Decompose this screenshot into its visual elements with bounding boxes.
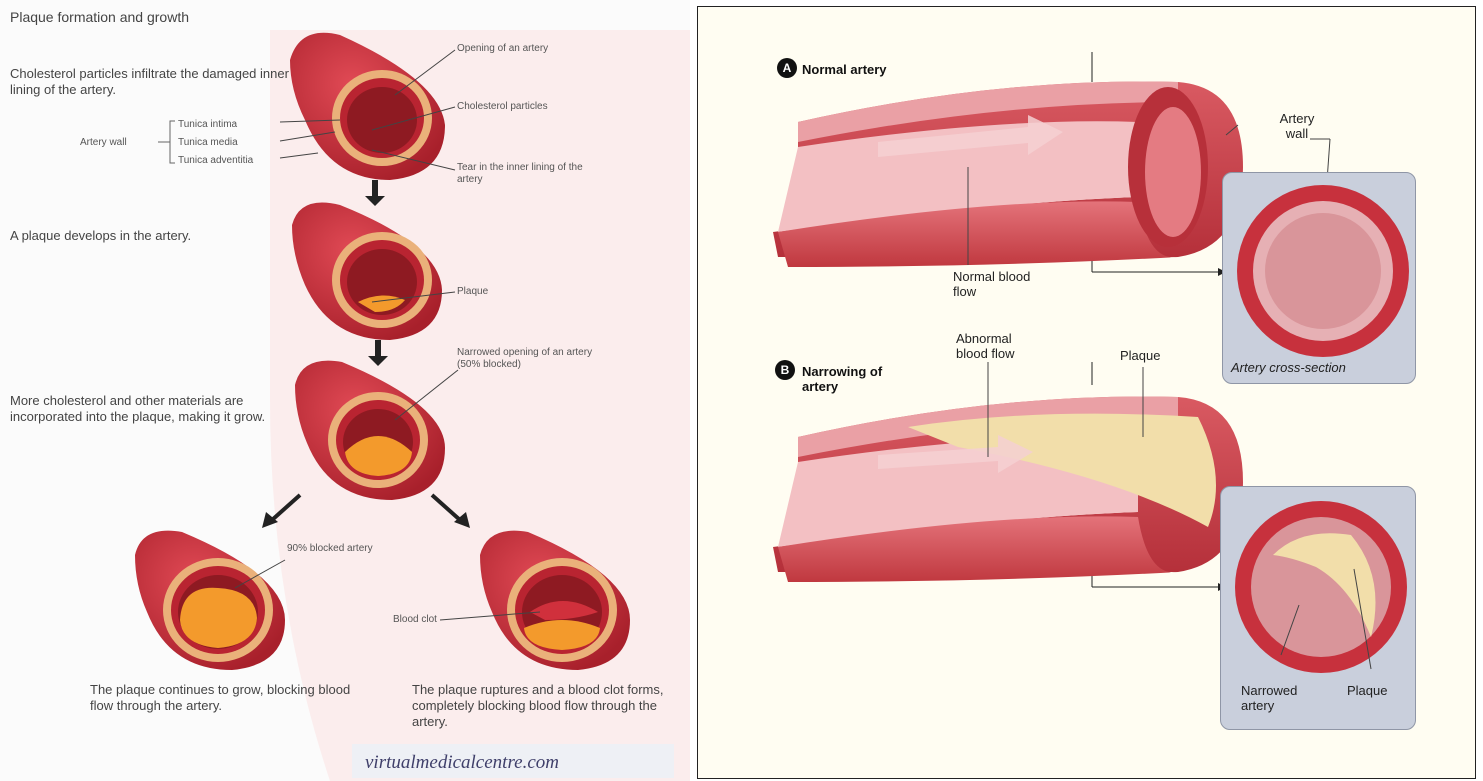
label-narrowed-opening: Narrowed opening of an artery (50% block… (457, 347, 597, 371)
artery-4 (135, 531, 285, 670)
normal-artery-tube (773, 82, 1243, 268)
narrowed-cross-section-box: Narrowed artery Plaque (1220, 486, 1416, 730)
label-artery-wall: Artery wall (1272, 111, 1322, 141)
label-blood-clot: Blood clot (393, 614, 437, 626)
source-watermark: virtualmedicalcentre.com (365, 752, 559, 774)
normal-cross-section-box: Artery cross-section (1222, 172, 1416, 384)
label-normal-blood-flow: Normal blood flow (953, 269, 1043, 299)
label-plaque-bottom: Plaque (1347, 683, 1387, 698)
label-plaque-top: Plaque (1120, 348, 1160, 363)
label-90-blocked: 90% blocked artery (287, 543, 377, 555)
label-abnormal-blood-flow: Abnormal blood flow (956, 331, 1036, 361)
label-narrowed-artery: Narrowed artery (1241, 683, 1301, 713)
step-3-text: More cholesterol and other materials are… (10, 393, 280, 425)
artery-illustrations (0, 0, 690, 781)
label-cholesterol-particles: Cholesterol particles (457, 101, 548, 113)
plaque-formation-panel: Plaque formation and growth Cholesterol … (0, 0, 690, 781)
label-tear-inner-lining: Tear in the inner lining of the artery (457, 162, 587, 186)
artery-2 (292, 203, 442, 341)
normal-cross-section (1223, 173, 1417, 385)
narrowed-artery-tube (773, 397, 1243, 583)
step-2-text: A plaque develops in the artery. (10, 228, 280, 244)
label-opening-of-artery: Opening of an artery (457, 43, 548, 55)
artery-3 (295, 361, 445, 500)
heading-normal-artery: Normal artery (802, 62, 887, 77)
down-arrow-1 (365, 180, 385, 206)
artery-1 (290, 33, 445, 180)
down-arrow-2 (368, 340, 388, 366)
badge-a: A (777, 58, 797, 78)
outcome-2-text: The plaque ruptures and a blood clot for… (412, 682, 687, 730)
artery-comparison-panel: A Normal artery Artery wall Normal blood… (697, 6, 1476, 779)
label-artery-cross-section: Artery cross-section (1231, 360, 1346, 375)
heading-narrowing-of-artery: Narrowing of artery (802, 364, 902, 394)
outcome-1-text: The plaque continues to grow, blocking b… (90, 682, 355, 714)
artery-5 (480, 531, 630, 670)
badge-b: B (775, 360, 795, 380)
label-plaque: Plaque (457, 286, 488, 298)
